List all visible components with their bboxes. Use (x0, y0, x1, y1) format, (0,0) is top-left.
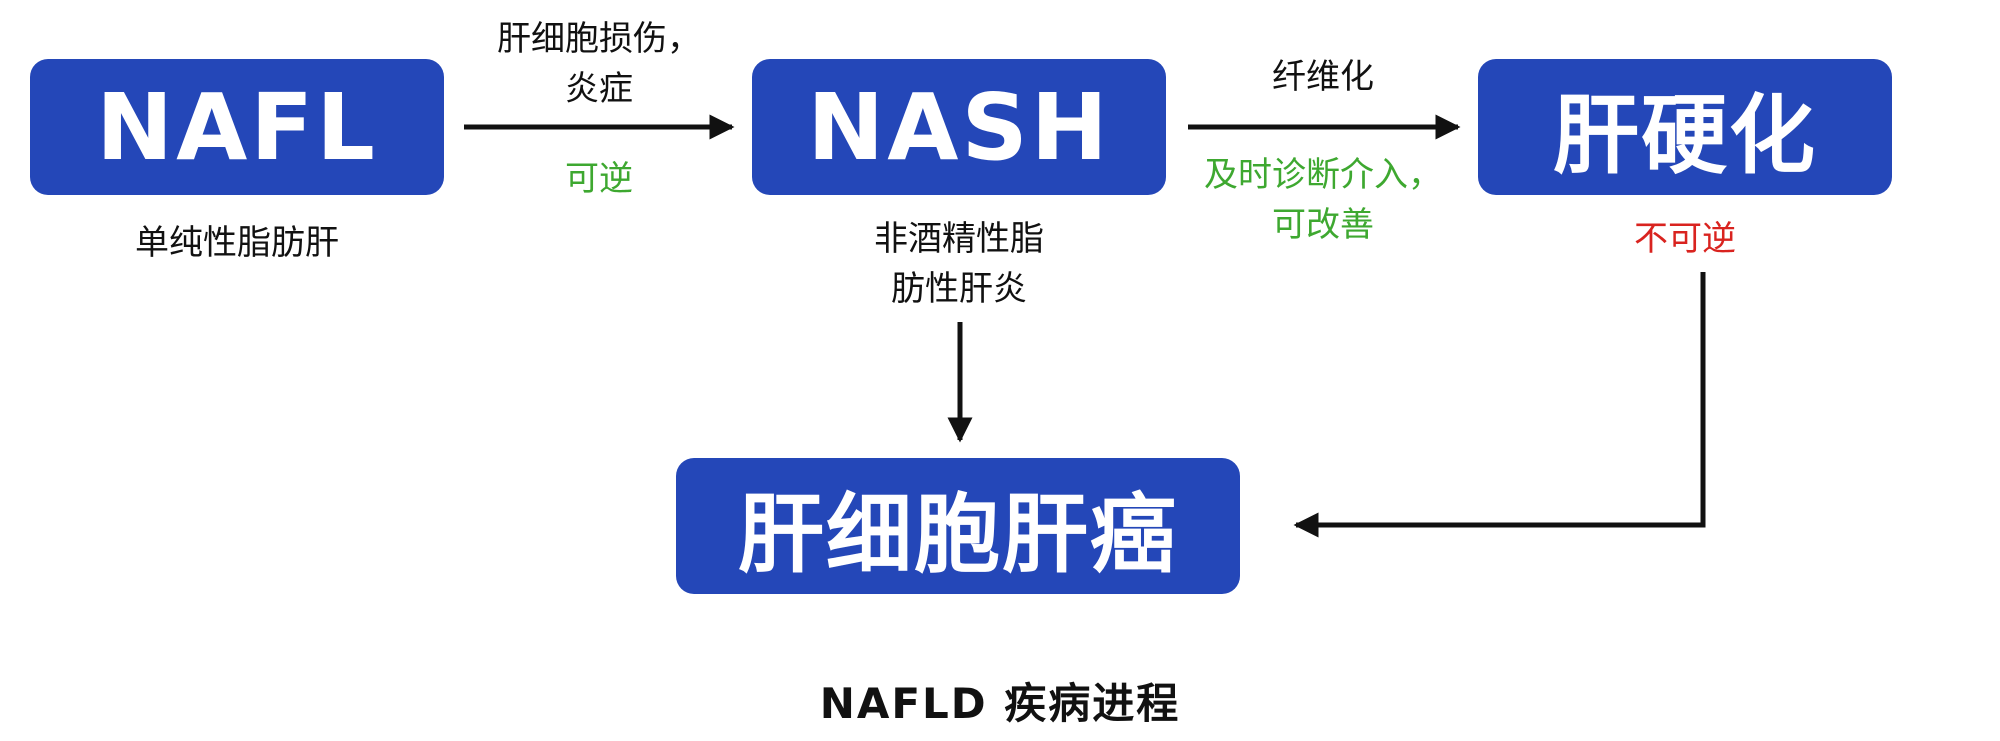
node-nafl: NAFL (30, 59, 444, 195)
edge-nafl-nash-top-line-2: 炎症 (565, 69, 633, 109)
node-hcc: 肝细胞肝癌 (676, 458, 1240, 594)
arrow-cirrhosis-to-hcc (1293, 272, 1706, 538)
edge-nafl-nash-bottom: 可逆 (454, 154, 744, 204)
nash-caption-line-2: 肪性肝炎 (891, 269, 1027, 309)
edge-nafl-nash-bottom-text: 可逆 (565, 159, 633, 199)
edge-nash-cirrhosis-bottom-line-1: 及时诊断介入， (1204, 155, 1442, 195)
edge-nash-cirrhosis-top-text: 纤维化 (1272, 57, 1374, 97)
nash-caption-line-1: 非酒精性脂 (874, 219, 1044, 259)
edge-nash-cirrhosis-bottom-line-2: 可改善 (1272, 205, 1374, 245)
node-hcc-label: 肝细胞肝癌 (738, 484, 1178, 585)
nash-caption: 非酒精性脂 肪性肝炎 (752, 214, 1166, 314)
node-cirrhosis-label: 肝硬化 (1553, 85, 1817, 186)
nafl-caption: 单纯性脂肪肝 (30, 218, 444, 268)
node-nafl-label: NAFL (96, 73, 378, 181)
cirrhosis-caption-text: 不可逆 (1634, 219, 1736, 259)
edge-nafl-nash-top: 肝细胞损伤， 炎症 (454, 14, 744, 114)
edge-nafl-nash-top-line-1: 肝细胞损伤， (497, 19, 701, 59)
cirrhosis-caption: 不可逆 (1478, 214, 1892, 264)
node-cirrhosis: 肝硬化 (1478, 59, 1892, 195)
nafl-caption-text: 单纯性脂肪肝 (135, 223, 339, 263)
edge-nash-cirrhosis-top: 纤维化 (1176, 52, 1470, 102)
edge-nash-cirrhosis-bottom: 及时诊断介入， 可改善 (1176, 150, 1470, 250)
node-nash: NASH (752, 59, 1166, 195)
diagram-title: NAFLD 疾病进程 (819, 679, 1181, 728)
node-nash-label: NASH (807, 73, 1111, 181)
